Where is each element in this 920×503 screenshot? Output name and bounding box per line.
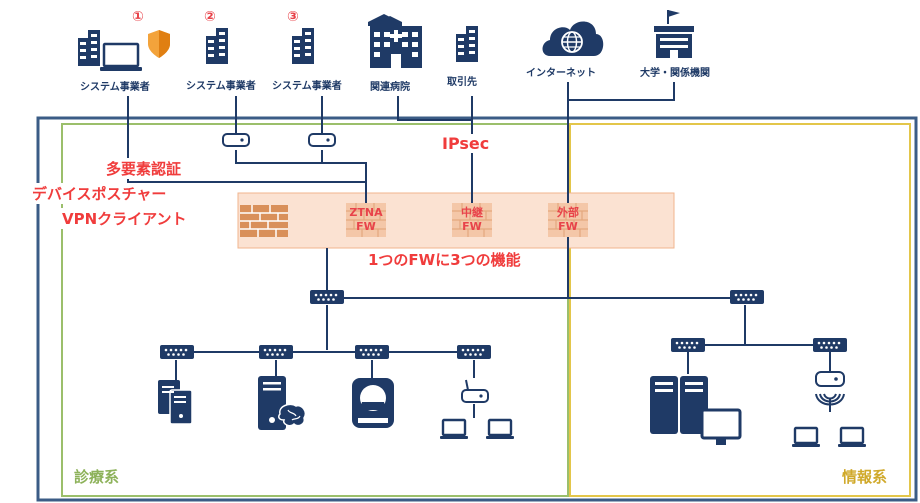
wireless-ap-icon (461, 379, 489, 403)
information-zone-frame (569, 123, 911, 497)
monitor-icon (700, 408, 742, 445)
vendor3-label: システム事業者 (272, 81, 342, 92)
connection-lines (127, 82, 831, 418)
university-icon (654, 10, 694, 58)
vendor2-number: ② (204, 9, 216, 25)
external-fw-line1: 外部 (557, 206, 579, 219)
clinical-zone-frame (61, 123, 569, 497)
switch-icon (457, 345, 491, 359)
ipsec-label: IPsec (440, 134, 492, 153)
switch-icon (160, 345, 194, 359)
relay-fw-line2: FW (462, 220, 482, 233)
switch-icon (355, 345, 389, 359)
related-hospital-label: 関連病院 (370, 82, 410, 93)
information-zone-label: 情報系 (842, 468, 888, 486)
external-fw-line2: FW (558, 220, 578, 233)
mfa-label: 多要素認証 (104, 158, 184, 179)
laptop-icon (484, 418, 516, 441)
laptop-icon (836, 426, 868, 449)
ztna-fw-line2: FW (356, 220, 376, 233)
router-icon (308, 133, 336, 147)
switch-icon (671, 338, 705, 352)
server-icon (650, 376, 708, 434)
vpn-client-label: VPNクライアント (60, 208, 189, 229)
vendor1-number: ① (132, 9, 144, 25)
relay-fw-line1: 中継 (461, 206, 483, 219)
wireless-ap-icon (815, 371, 845, 406)
laptop-icon (438, 418, 470, 441)
ct-scanner-icon (352, 378, 394, 428)
shield-icon (148, 30, 170, 58)
vendor1-laptop-icon (100, 42, 142, 71)
fw-caption: 1つのFWに3つの機能 (368, 251, 521, 269)
firewall-brick-icon (240, 205, 288, 237)
router-icon (222, 133, 250, 147)
laptop-icon (790, 426, 822, 449)
vendor2-label: システム事業者 (186, 81, 256, 92)
vendor3-building-icon (292, 28, 314, 64)
university-label: 大学・関係機関 (640, 68, 710, 79)
core-switch-icon (310, 290, 344, 304)
external-fw-label: 外部 FW (548, 206, 588, 234)
internet-label: インターネット (526, 68, 596, 79)
internet-cloud-icon (542, 21, 604, 57)
vendor2-building-icon (206, 28, 228, 64)
outer-frame (36, 116, 918, 502)
hospital-icon (368, 14, 422, 68)
business-partner-building-icon (456, 26, 478, 62)
clinical-zone-label: 診療系 (74, 468, 120, 486)
device-posture-label: デバイスポスチャー (30, 183, 169, 204)
ztna-fw-label: ZTNA FW (346, 206, 386, 234)
vendor3-number: ③ (287, 9, 299, 25)
relay-fw-label: 中継 FW (452, 206, 492, 234)
info-core-switch-icon (730, 290, 764, 304)
vendor1-building-icon (78, 30, 100, 66)
vendor1-label: システム事業者 (80, 82, 150, 93)
business-partner-label: 取引先 (447, 77, 477, 88)
ztna-fw-line1: ZTNA (349, 206, 383, 219)
switch-icon (259, 345, 293, 359)
switch-icon (813, 338, 847, 352)
ai-server-icon (258, 376, 307, 430)
server-icon (158, 380, 193, 425)
